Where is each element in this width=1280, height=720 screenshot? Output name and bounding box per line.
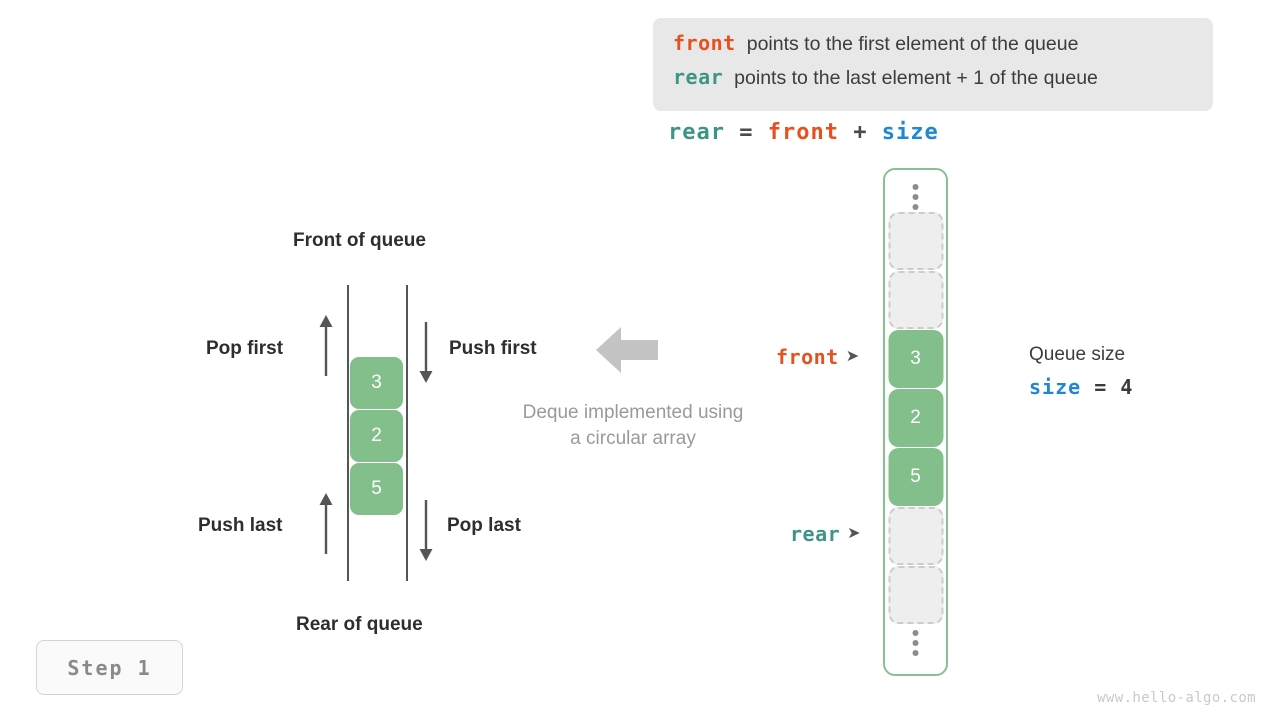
formula-rear-equals-front-plus-size: rear = front + size	[668, 120, 939, 145]
push-last-arrow-up-icon	[319, 493, 333, 554]
info-line-rear: rear points to the last element + 1 of t…	[673, 65, 1193, 99]
rear-description: points to the last element + 1 of the qu…	[734, 67, 1098, 89]
pop-last-label: Pop last	[447, 515, 521, 536]
deque-rail-right	[406, 285, 408, 581]
front-description: points to the first element of the queue	[746, 33, 1079, 55]
center-note: Deque implemented using a circular array	[490, 400, 776, 452]
deque-rail-left	[347, 285, 349, 581]
size-variable: size	[1029, 375, 1082, 399]
push-first-arrow-down-icon	[419, 322, 433, 383]
front-of-queue-label: Front of queue	[293, 230, 426, 251]
circular-array-container: 3 2 5	[883, 168, 948, 676]
array-slot: 3	[888, 330, 943, 388]
pop-last-arrow-down-icon	[419, 500, 433, 561]
array-slot	[888, 566, 943, 624]
queue-size-label: Queue size	[1029, 344, 1126, 365]
deque-cell: 2	[350, 410, 403, 462]
queue-size-expression: size = 4	[1029, 375, 1133, 399]
array-slot-list: 3 2 5	[888, 212, 943, 625]
deque-cell: 3	[350, 357, 403, 409]
rear-pointer-arrow-icon: ➤	[847, 525, 861, 542]
array-slot: 5	[888, 448, 943, 506]
pop-first-label: Pop first	[206, 338, 284, 359]
rear-pointer: rear ➤	[790, 522, 861, 546]
formula-rear: rear	[668, 120, 725, 145]
array-slot	[888, 507, 943, 565]
size-equals: =	[1094, 375, 1108, 399]
mapping-left-arrow-icon	[596, 327, 658, 373]
front-pointer-arrow-icon: ➤	[845, 348, 860, 365]
info-line-front: front points to the first element of the…	[673, 31, 1193, 65]
front-keyword: front	[673, 31, 736, 55]
step-badge: Step 1	[36, 640, 183, 695]
vertical-ellipsis-top-icon	[912, 184, 919, 214]
info-box: front points to the first element of the…	[653, 18, 1213, 111]
rear-pointer-label: rear	[790, 522, 841, 546]
front-pointer-label: front	[776, 345, 839, 369]
array-slot	[888, 271, 943, 329]
push-last-label: Push last	[198, 515, 283, 536]
formula-equals: =	[739, 120, 754, 145]
pop-first-arrow-up-icon	[319, 315, 333, 376]
center-note-line2: a circular array	[570, 428, 696, 449]
deque-cell-stack: 3 2 5	[350, 357, 403, 516]
rear-of-queue-label: Rear of queue	[296, 614, 423, 635]
array-slot: 2	[888, 389, 943, 447]
formula-front: front	[767, 120, 839, 145]
queue-size-caption: Queue size size = 4	[1029, 344, 1133, 399]
rear-keyword: rear	[673, 65, 724, 89]
size-value: 4	[1120, 375, 1134, 399]
deque-cell: 5	[350, 463, 403, 515]
formula-size: size	[881, 120, 939, 145]
front-pointer: front ➤	[776, 345, 859, 369]
formula-plus: +	[853, 120, 868, 145]
vertical-ellipsis-bottom-icon	[912, 630, 919, 660]
center-note-line1: Deque implemented using	[522, 402, 744, 423]
push-first-label: Push first	[449, 338, 537, 359]
array-slot	[888, 212, 943, 270]
watermark: www.hello-algo.com	[1097, 690, 1256, 706]
